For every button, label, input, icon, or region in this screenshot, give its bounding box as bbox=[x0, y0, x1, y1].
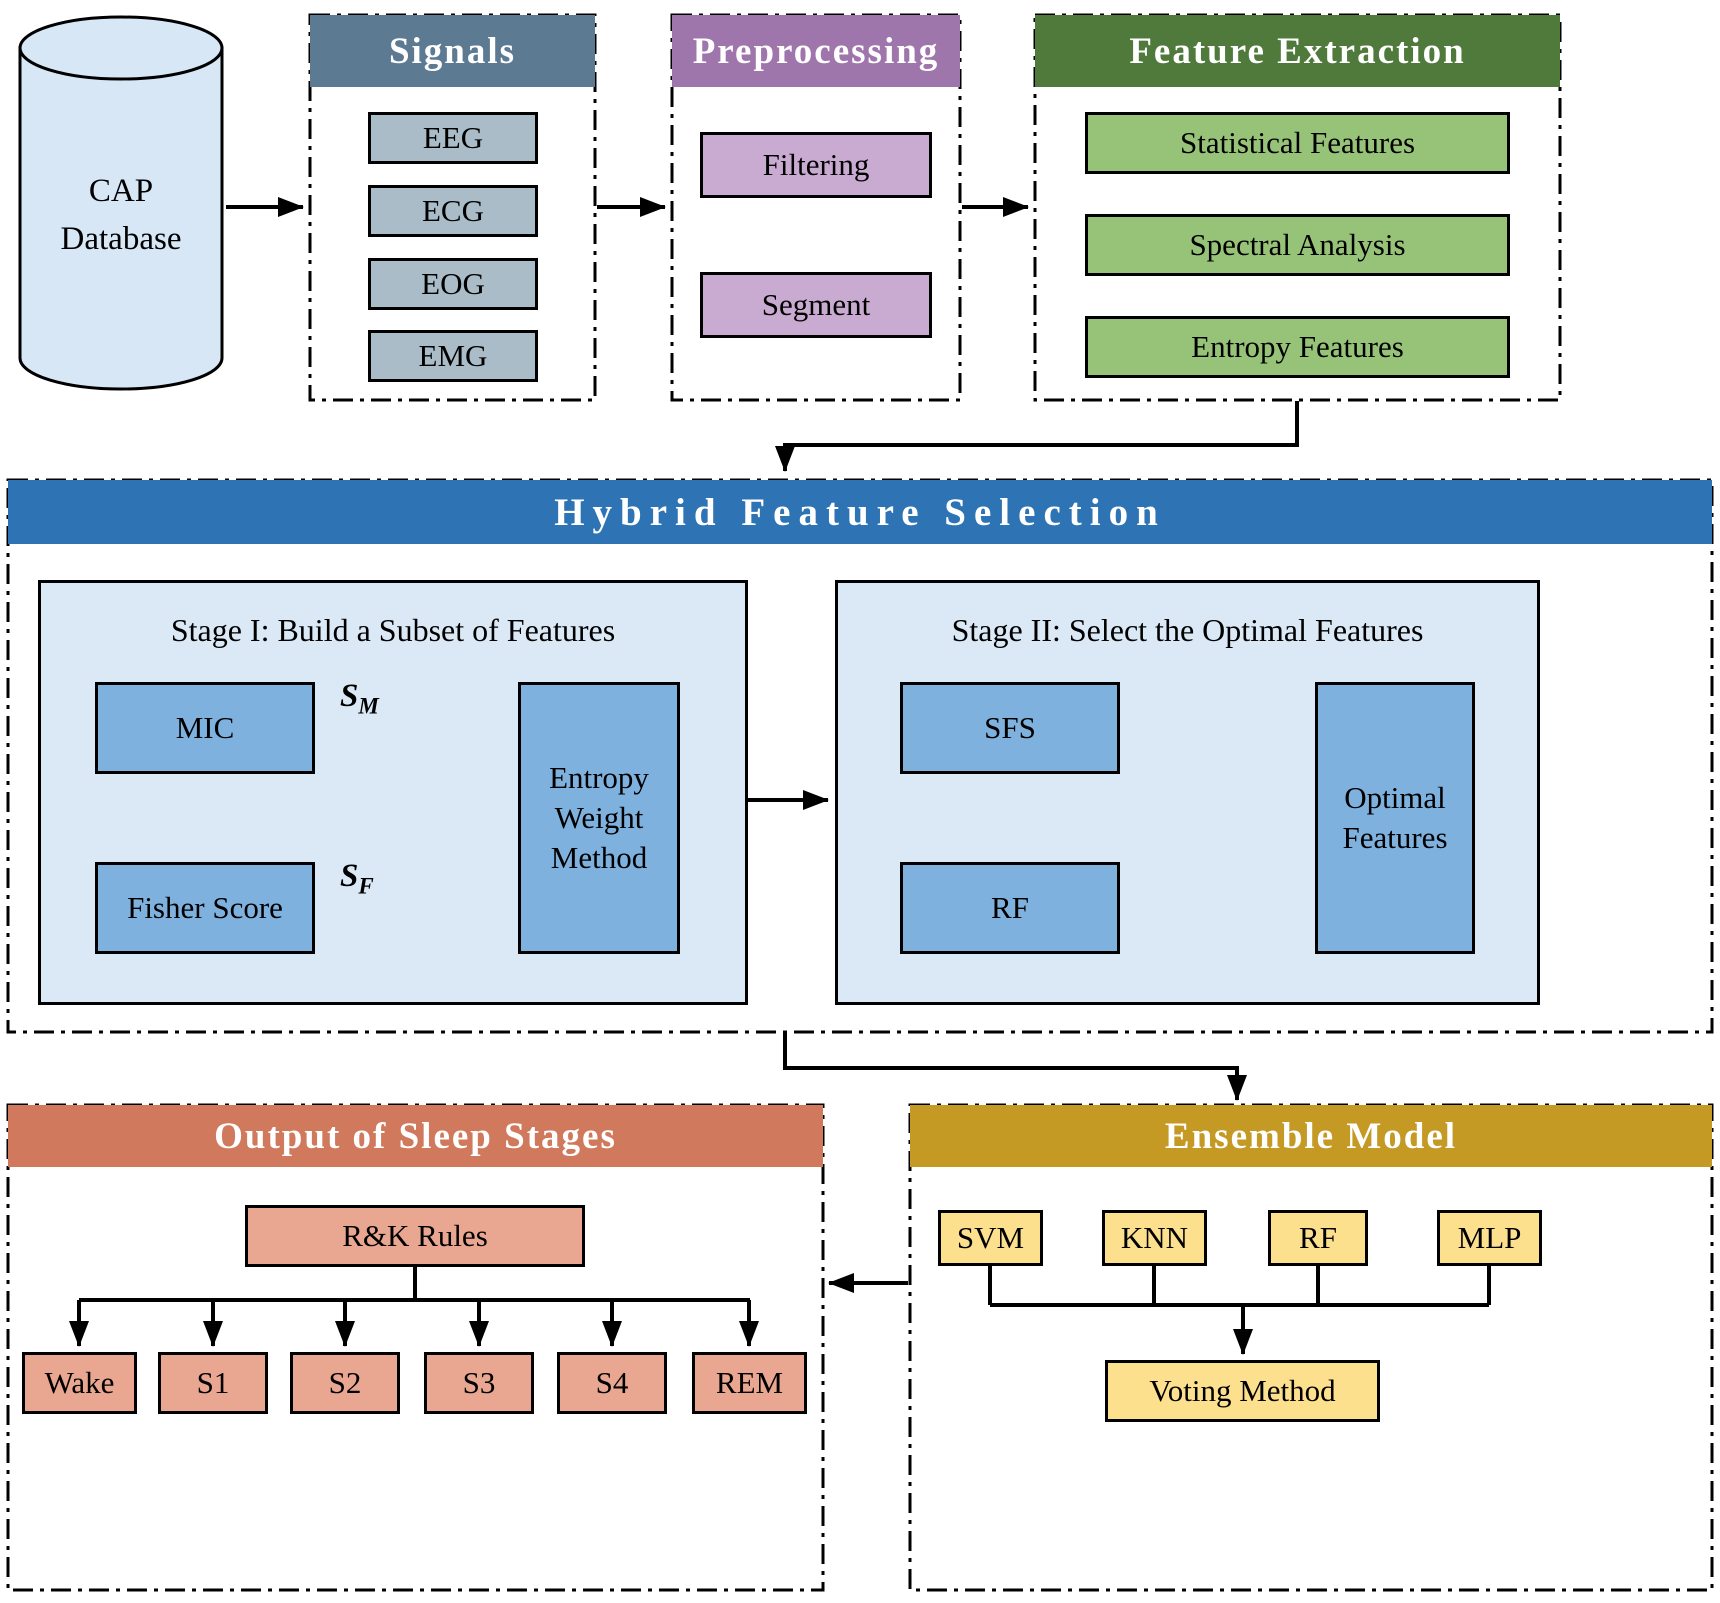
feature-statistical: Statistical Features bbox=[1085, 112, 1510, 174]
sfs-box: SFS bbox=[900, 682, 1120, 774]
feature-extraction-header: Feature Extraction bbox=[1035, 15, 1560, 87]
stage-s1-box: S1 bbox=[158, 1352, 268, 1414]
score-label-sm: SM bbox=[340, 678, 379, 720]
database-label-line2: Database bbox=[60, 220, 182, 257]
arrow-features-to-hybrid bbox=[775, 401, 1299, 472]
arrow-hybrid-to-ensemble bbox=[783, 1033, 1247, 1101]
signal-eeg: EEG bbox=[368, 112, 538, 164]
voting-method-box: Voting Method bbox=[1105, 1360, 1380, 1422]
preprocessing-filtering: Filtering bbox=[700, 132, 932, 198]
stage-s4-box: S4 bbox=[557, 1352, 667, 1414]
sf-base: S bbox=[340, 858, 359, 894]
feature-spectral: Spectral Analysis bbox=[1085, 214, 1510, 276]
score-label-sf: SF bbox=[340, 858, 374, 900]
sm-base: S bbox=[340, 678, 359, 714]
classifier-mlp-box: MLP bbox=[1437, 1210, 1542, 1266]
fisher-score-box: Fisher Score bbox=[95, 862, 315, 954]
stage-wake-box: Wake bbox=[22, 1352, 137, 1414]
database-label: CAP Database bbox=[20, 168, 222, 264]
feature-entropy: Entropy Features bbox=[1085, 316, 1510, 378]
optimal-features-box: Optimal Features bbox=[1315, 682, 1475, 954]
entropy-weight-method-box: Entropy Weight Method bbox=[518, 682, 680, 954]
ensemble-header: Ensemble Model bbox=[910, 1105, 1712, 1167]
stage-s3-box: S3 bbox=[424, 1352, 534, 1414]
stage-s2-box: S2 bbox=[290, 1352, 400, 1414]
stage2-title: Stage II: Select the Optimal Features bbox=[951, 612, 1424, 648]
stage-rem-box: REM bbox=[692, 1352, 807, 1414]
hybrid-selection-banner: Hybrid Feature Selection bbox=[8, 480, 1712, 544]
sf-sub: F bbox=[358, 873, 374, 899]
rk-tree-lines bbox=[79, 1267, 750, 1302]
classifier-svm-box: SVM bbox=[938, 1210, 1043, 1266]
rf-stage2-box: RF bbox=[900, 862, 1120, 954]
sm-sub: M bbox=[358, 693, 379, 719]
preprocessing-header: Preprocessing bbox=[672, 15, 960, 87]
ensemble-tree-lines bbox=[988, 1266, 1491, 1307]
classifier-knn-box: KNN bbox=[1102, 1210, 1207, 1266]
classifier-rf-box: RF bbox=[1268, 1210, 1368, 1266]
stage1-title: Stage I: Build a Subset of Features bbox=[170, 612, 616, 648]
preprocessing-segment: Segment bbox=[700, 272, 932, 338]
mic-box: MIC bbox=[95, 682, 315, 774]
signal-emg: EMG bbox=[368, 330, 538, 382]
ensemble-group-border bbox=[908, 1103, 1714, 1592]
rk-rules-box: R&K Rules bbox=[245, 1205, 585, 1267]
output-header: Output of Sleep Stages bbox=[8, 1105, 823, 1167]
database-cylinder-shape bbox=[18, 15, 224, 391]
signals-header: Signals bbox=[310, 15, 595, 87]
signal-eog: EOG bbox=[368, 258, 538, 310]
database-label-line1: CAP bbox=[88, 173, 154, 209]
signal-ecg: ECG bbox=[368, 185, 538, 237]
output-group-border bbox=[6, 1103, 825, 1592]
